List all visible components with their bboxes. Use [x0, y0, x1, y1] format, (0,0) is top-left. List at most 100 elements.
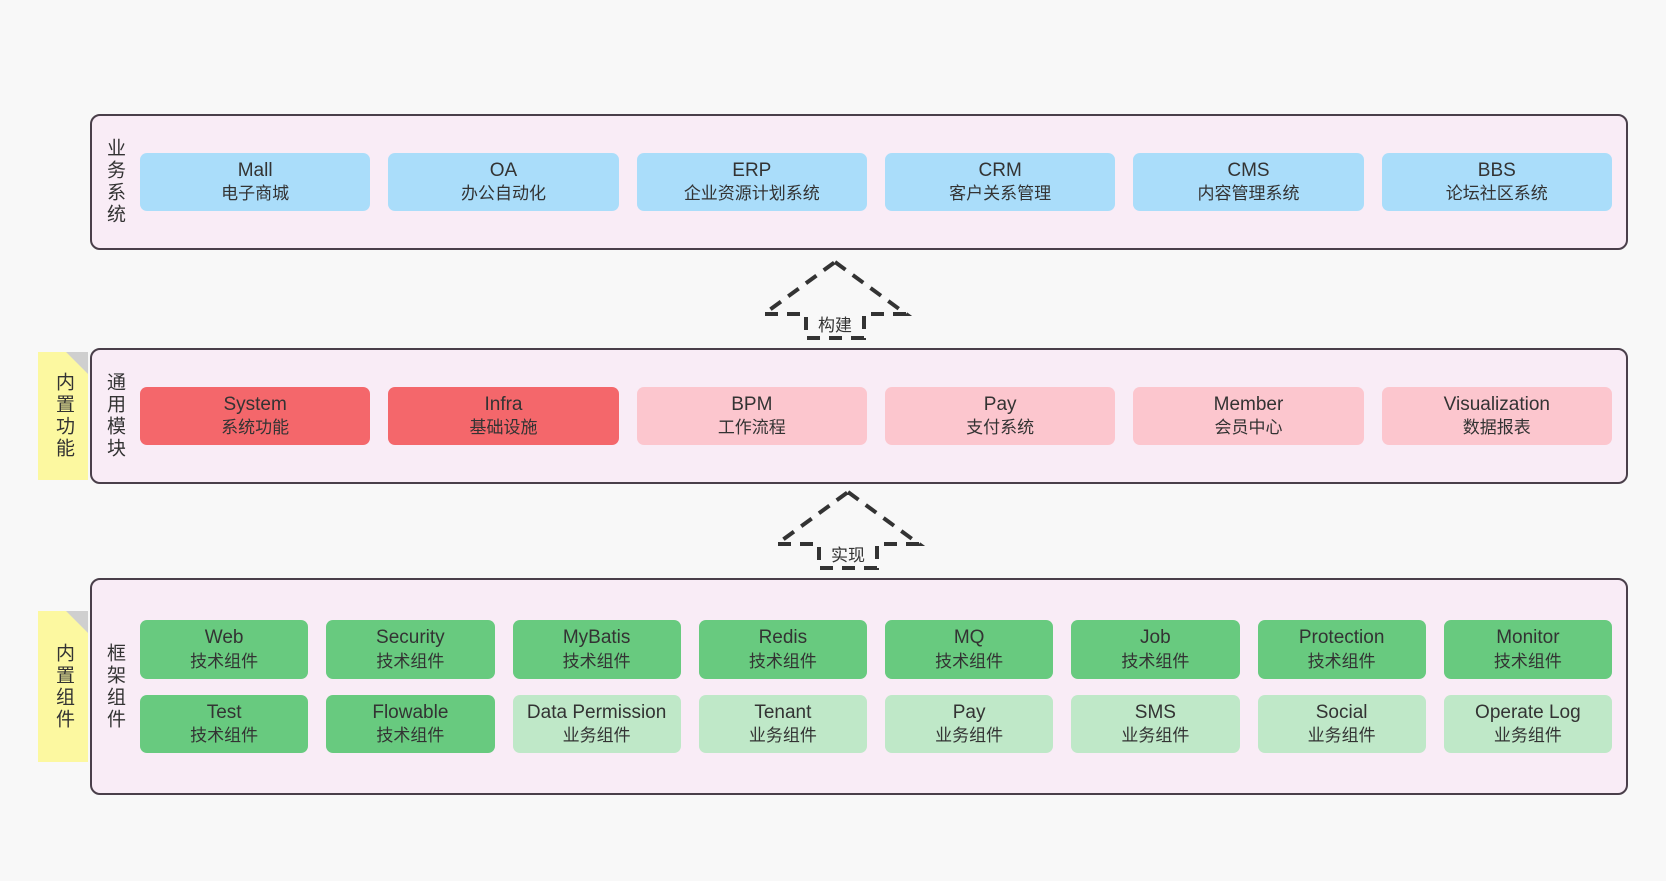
node-bbs[interactable]: BBS 论坛社区系统 [1381, 152, 1612, 212]
node-title: BPM [731, 393, 773, 415]
node-subtitle: 会员中心 [1214, 418, 1283, 438]
node-title: Redis [758, 627, 808, 649]
node-title: Protection [1298, 627, 1385, 649]
layer-body-business-systems: Mall 电子商城 OA 办公自动化 ERP 企业资源计划系统 CRM 客户关系… [136, 116, 1626, 248]
node-title: Infra [484, 393, 523, 415]
node-flowable[interactable]: Flowable 技术组件 [326, 694, 495, 753]
node-subtitle: 技术组件 [1493, 651, 1562, 671]
node-title: Test [206, 701, 242, 723]
node-job[interactable]: Job 技术组件 [1071, 620, 1240, 679]
node-subtitle: 技术组件 [562, 651, 631, 671]
node-bpm[interactable]: BPM 工作流程 [636, 386, 867, 446]
node-title: Flowable [372, 701, 449, 723]
node-title: Job [1140, 627, 1171, 649]
tag-builtin-components: 内置组件 [38, 611, 88, 762]
node-subtitle: 技术组件 [1307, 651, 1376, 671]
layer-body-framework-components: Web 技术组件 Security 技术组件 MyBatis 技术组件 Redi… [136, 580, 1626, 793]
node-mall[interactable]: Mall 电子商城 [140, 152, 371, 212]
node-cms[interactable]: CMS 内容管理系统 [1133, 152, 1364, 212]
node-subtitle: 技术组件 [190, 651, 259, 671]
layer-business-systems: 业务系统 Mall 电子商城 OA 办公自动化 ERP 企业资源计划系统 CRM… [90, 114, 1628, 250]
node-title: Security [376, 627, 445, 649]
node-title: ERP [732, 159, 772, 181]
node-title: Data Permission [526, 701, 667, 723]
layer-row: Mall 电子商城 OA 办公自动化 ERP 企业资源计划系统 CRM 客户关系… [140, 152, 1612, 212]
node-subtitle: 业务组件 [1307, 725, 1376, 745]
folded-corner-icon [66, 352, 88, 374]
folded-corner-icon [66, 611, 88, 633]
node-title: CRM [978, 159, 1022, 181]
node-title: Mall [237, 159, 273, 181]
node-subtitle: 技术组件 [935, 651, 1004, 671]
node-subtitle: 技术组件 [190, 725, 259, 745]
node-subtitle: 业务组件 [562, 725, 631, 745]
node-title: CMS [1227, 159, 1270, 181]
node-subtitle: 工作流程 [717, 418, 786, 438]
node-title: Web [204, 627, 244, 649]
node-subtitle: 业务组件 [935, 725, 1004, 745]
node-protection[interactable]: Protection 技术组件 [1257, 620, 1426, 679]
node-mybatis[interactable]: MyBatis 技术组件 [512, 620, 681, 679]
node-pay[interactable]: Pay 支付系统 [884, 386, 1116, 446]
node-subtitle: 基础设施 [469, 418, 538, 438]
node-operate-log[interactable]: Operate Log 业务组件 [1443, 694, 1612, 753]
node-pay-component[interactable]: Pay 业务组件 [885, 694, 1054, 753]
node-redis[interactable]: Redis 技术组件 [698, 620, 867, 679]
node-title: SMS [1134, 701, 1176, 723]
node-web[interactable]: Web 技术组件 [140, 620, 309, 679]
node-subtitle: 技术组件 [748, 651, 817, 671]
node-title: Pay [952, 701, 986, 723]
node-visualization[interactable]: Visualization 数据报表 [1381, 386, 1612, 446]
layer-title-business-systems: 业务系统 [103, 138, 125, 226]
node-title: Tenant [754, 701, 812, 723]
node-title: BBS [1477, 159, 1516, 181]
layer-row: System 系统功能 Infra 基础设施 BPM 工作流程 Pay 支付系统… [140, 386, 1612, 446]
arrow-implement: 实现 [770, 488, 926, 572]
arrow-build: 构建 [757, 258, 913, 342]
node-subtitle: 技术组件 [376, 725, 445, 745]
node-oa[interactable]: OA 办公自动化 [388, 152, 619, 212]
node-title: Visualization [1443, 393, 1550, 415]
node-infra[interactable]: Infra 基础设施 [388, 386, 619, 446]
tag-label: 内置功能 [52, 372, 74, 460]
node-security[interactable]: Security 技术组件 [326, 620, 495, 679]
node-crm[interactable]: CRM 客户关系管理 [884, 152, 1116, 212]
node-subtitle: 技术组件 [376, 651, 445, 671]
node-subtitle: 客户关系管理 [949, 184, 1052, 204]
node-title: OA [489, 159, 518, 181]
node-sms[interactable]: SMS 业务组件 [1071, 694, 1240, 753]
node-member[interactable]: Member 会员中心 [1133, 386, 1364, 446]
node-title: Pay [983, 393, 1017, 415]
tag-label: 内置组件 [52, 642, 74, 731]
layer-row: Test 技术组件 Flowable 技术组件 Data Permission … [140, 694, 1612, 753]
node-social[interactable]: Social 业务组件 [1257, 694, 1426, 753]
node-mq[interactable]: MQ 技术组件 [885, 620, 1054, 679]
node-subtitle: 业务组件 [748, 725, 817, 745]
node-title: System [223, 393, 287, 415]
node-title: Monitor [1496, 627, 1560, 649]
node-subtitle: 论坛社区系统 [1445, 184, 1548, 204]
node-subtitle: 数据报表 [1462, 418, 1531, 438]
layer-title-common-modules: 通用模块 [103, 372, 125, 460]
layer-framework-components: 框架组件 Web 技术组件 Security 技术组件 MyBatis 技术组件… [90, 578, 1628, 795]
node-tenant[interactable]: Tenant 业务组件 [698, 694, 867, 753]
node-test[interactable]: Test 技术组件 [140, 694, 309, 753]
node-title: MQ [953, 627, 985, 649]
node-monitor[interactable]: Monitor 技术组件 [1443, 620, 1612, 679]
tag-builtin-functions: 内置功能 [38, 352, 88, 480]
node-system[interactable]: System 系统功能 [140, 386, 371, 446]
node-title: Member [1213, 393, 1284, 415]
node-data-permission[interactable]: Data Permission 业务组件 [512, 694, 681, 753]
node-subtitle: 电子商城 [221, 184, 290, 204]
node-subtitle: 办公自动化 [460, 184, 546, 204]
node-erp[interactable]: ERP 企业资源计划系统 [636, 152, 867, 212]
arrow-outline [770, 489, 926, 570]
arrow-outline [757, 259, 913, 340]
layer-title-framework-components: 框架组件 [103, 642, 125, 731]
node-subtitle: 业务组件 [1493, 725, 1562, 745]
node-subtitle: 业务组件 [1121, 725, 1190, 745]
node-title: MyBatis [562, 627, 631, 649]
node-title: Social [1315, 701, 1368, 723]
layer-body-common-modules: System 系统功能 Infra 基础设施 BPM 工作流程 Pay 支付系统… [136, 350, 1626, 482]
